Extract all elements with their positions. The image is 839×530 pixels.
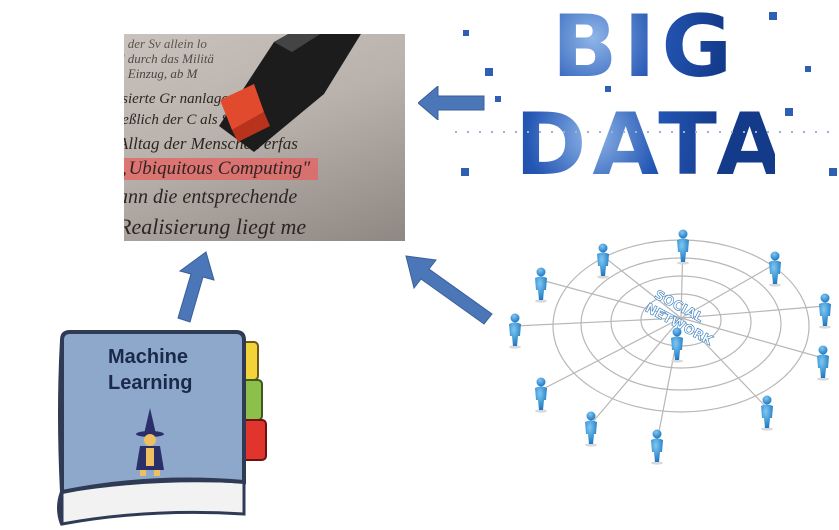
wizard-icon — [136, 408, 164, 476]
arrow-up-icon — [177, 251, 215, 323]
book-title-line2: Learning — [108, 372, 193, 394]
person-icon — [817, 345, 829, 381]
book-title-line1: Machine — [108, 346, 189, 368]
person-icon — [769, 251, 781, 287]
person-icon — [677, 229, 689, 265]
photo-text-line: n Einzug, ab M — [124, 66, 198, 81]
person-icon — [535, 267, 547, 303]
decorative-square — [605, 86, 611, 92]
highlighted-text-photo: n der Sv allein lo d durch das Militä n … — [124, 34, 405, 241]
arrow-left-icon — [418, 86, 485, 120]
decorative-square — [785, 108, 793, 116]
highlighter-marker-icon — [219, 34, 361, 152]
photo-text-line: n der Sv allein lo — [124, 36, 207, 51]
person-icon — [585, 411, 597, 447]
decorative-square — [463, 30, 469, 36]
decorative-square — [495, 96, 501, 102]
person-icon — [509, 313, 521, 349]
data-word: DATA — [515, 95, 789, 195]
machine-learning-book: Machine Learning — [0, 322, 300, 530]
social-network-graphic: SOCIAL NETWORK — [509, 229, 831, 465]
decorative-square — [461, 168, 469, 176]
person-icon — [597, 243, 609, 279]
book-icon — [57, 330, 267, 526]
photo-text-line: Realisierung liegt me — [124, 214, 307, 239]
person-icon — [535, 377, 547, 413]
decorative-square — [485, 68, 493, 76]
decorative-square — [805, 66, 811, 72]
decorative-square — [829, 168, 837, 176]
dotted-line — [455, 131, 838, 133]
photo-text-line: isierte Gr nanlagen A — [124, 91, 249, 107]
photo-text-line: ann die entsprechende — [124, 186, 298, 208]
person-icon — [651, 429, 663, 465]
big-word: BIG — [515, 2, 775, 92]
photo-highlighted-line: „Ubiquitous Computing" — [124, 158, 319, 180]
person-icon — [761, 395, 773, 431]
decorative-square — [769, 12, 777, 20]
arrow-up-left-icon — [405, 255, 493, 325]
big-data-graphic: BIG DATA — [455, 2, 838, 195]
person-icon — [819, 293, 831, 329]
person-icon — [671, 327, 683, 363]
photo-text-line: d durch das Militä — [124, 51, 214, 66]
